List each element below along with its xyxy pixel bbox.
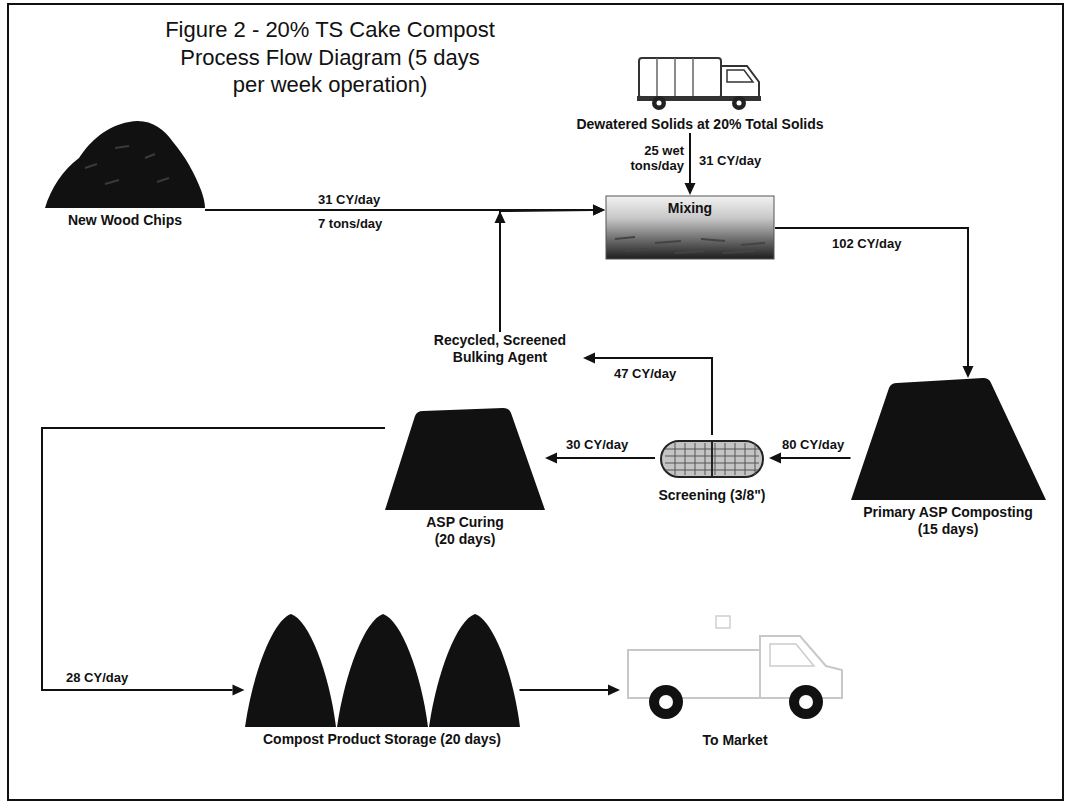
truck-hub <box>657 101 662 106</box>
mixing-node: Mixing <box>605 195 775 260</box>
recycle-node: Recycled, Screened Bulking Agent <box>417 332 583 366</box>
node-label: ASP Curing (20 days) <box>420 514 510 548</box>
flow-rate: 31 CY/day <box>699 153 761 168</box>
flow-arrow <box>495 205 606 332</box>
node-shape <box>45 118 205 208</box>
flow-arrow <box>42 428 385 696</box>
flow-rate: 30 CY/day <box>566 437 628 452</box>
wood-chips-node: New Wood Chips <box>45 118 205 229</box>
flow-arrow <box>769 453 851 464</box>
flow-arrow <box>520 685 621 696</box>
node-label: Dewatered Solids at 20% Total Solids <box>576 116 823 133</box>
truck-body-ribs <box>657 58 693 98</box>
flow-line <box>595 358 712 435</box>
storage-pile <box>429 614 520 727</box>
arrow-head <box>769 453 781 464</box>
node-label: New Wood Chips <box>68 212 182 229</box>
node-shape <box>620 606 850 728</box>
node-label: Compost Product Storage (20 days) <box>263 731 501 748</box>
flow-rate: 102 CY/day <box>832 236 901 251</box>
primary-pile-node: Primary ASP Composting (15 days) <box>851 378 1046 538</box>
market-node: To Market <box>620 606 850 749</box>
arrow-head <box>545 453 557 464</box>
flow-line <box>500 210 593 332</box>
storage-node: Compost Product Storage (20 days) <box>245 612 520 748</box>
truck-body <box>639 58 721 98</box>
diagram-title: Figure 2 - 20% TS Cake Compost Process F… <box>165 16 495 99</box>
flow-rate: 80 CY/day <box>782 437 844 452</box>
arrow-head <box>495 211 506 223</box>
chip-texture <box>85 146 169 184</box>
truck-hub <box>737 101 742 106</box>
wood-chip-pile <box>45 121 205 208</box>
node-label: Recycled, Screened Bulking Agent <box>420 332 580 366</box>
market-truck-mark <box>716 616 730 628</box>
flow-rate: 28 CY/day <box>66 670 128 685</box>
node-shape <box>635 50 765 112</box>
market-hub <box>659 695 673 709</box>
mixing-tank <box>606 196 774 259</box>
storage-pile <box>245 614 336 727</box>
node-shape <box>385 408 545 510</box>
arrow-head <box>685 183 696 195</box>
arrow-head <box>963 366 974 378</box>
node-label: To Market <box>702 732 767 749</box>
node-label: Mixing <box>668 200 712 217</box>
market-truck-window <box>770 644 814 666</box>
arrow-head <box>233 685 245 696</box>
flow-rate: 31 CY/day <box>318 192 380 207</box>
flow-arrow <box>545 453 655 464</box>
mix-texture <box>615 237 765 253</box>
curing-pile-node: ASP Curing (20 days) <box>385 408 545 548</box>
flow-line <box>775 228 968 366</box>
flow-line <box>781 457 851 459</box>
truck-cab <box>721 66 759 98</box>
storage-pile <box>337 614 428 727</box>
trommel-drum <box>661 441 763 477</box>
drum-divider <box>711 441 713 477</box>
flow-line <box>42 428 385 690</box>
market-wheel <box>649 685 683 719</box>
truck-node: Dewatered Solids at 20% Total Solids <box>573 50 827 133</box>
flow-arrow <box>685 133 696 195</box>
primary-compost-pile <box>851 378 1046 500</box>
flow-arrow <box>775 228 974 378</box>
flow-rate: 47 CY/day <box>614 366 676 381</box>
curing-pile <box>385 408 545 510</box>
node-shape <box>245 612 520 727</box>
node-label: Screening (3/8") <box>658 487 765 504</box>
arrow-head <box>593 205 605 216</box>
truck-wheel <box>652 96 666 110</box>
node-label: Primary ASP Composting (15 days) <box>858 504 1038 538</box>
market-wheel <box>789 685 823 719</box>
flow-arrow <box>583 353 712 436</box>
rate-note: 25 wet tons/day <box>622 143 684 174</box>
screen-node: Screening (3/8") <box>655 435 769 504</box>
rate-note: 7 tons/day <box>318 216 382 231</box>
flow-line <box>689 133 691 183</box>
arrow-head <box>608 685 620 696</box>
node-shape <box>851 378 1046 500</box>
market-truck-bed <box>628 650 760 698</box>
truck-window <box>727 70 753 82</box>
arrow-head <box>583 353 595 364</box>
truck-wheel <box>732 96 746 110</box>
flow-line <box>520 689 609 691</box>
arrow-head <box>593 205 605 216</box>
node-shape <box>657 435 767 483</box>
flow-line <box>557 457 655 459</box>
market-hub <box>799 695 813 709</box>
